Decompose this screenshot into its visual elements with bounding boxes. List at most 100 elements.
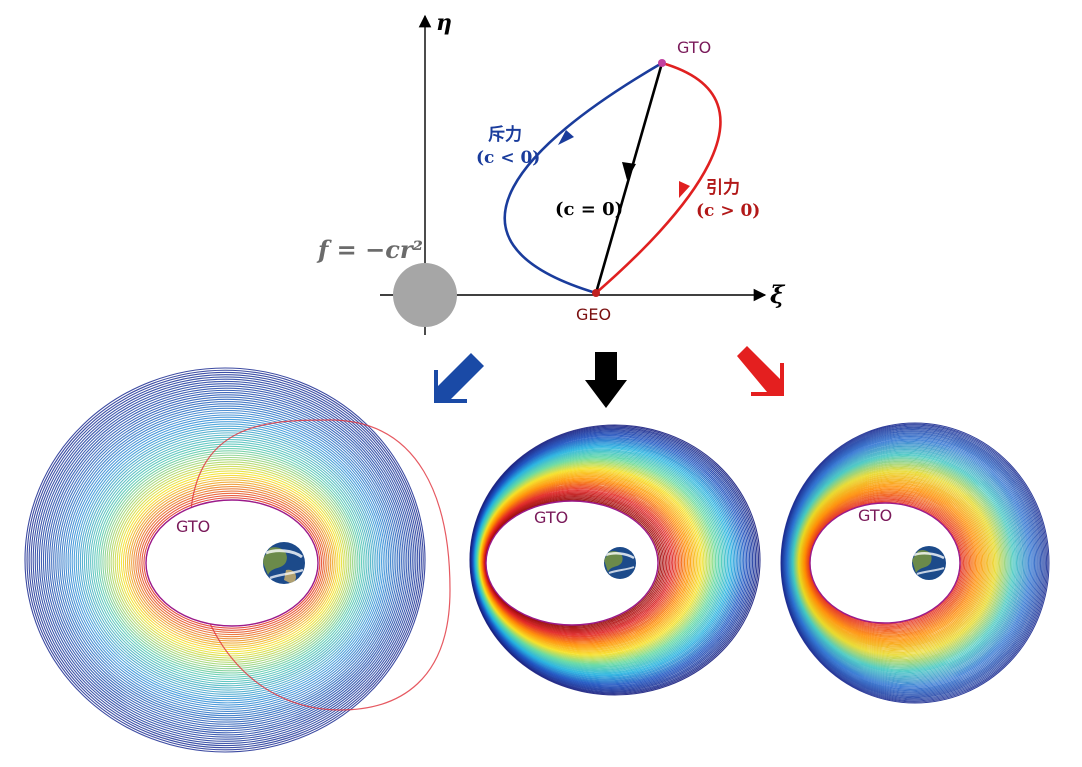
orbit-ring (85, 434, 372, 689)
panel-neutral: GTO (469, 424, 761, 696)
orbit-ring (30, 374, 421, 747)
orbit-ring (77, 425, 379, 698)
orbit-ring (133, 486, 330, 640)
orbit-ring (67, 414, 388, 708)
orbit-ring (129, 481, 334, 644)
earth-icon (263, 542, 305, 584)
orbit-ring (135, 488, 328, 638)
orbit-ring (69, 416, 386, 706)
gto-label-neutral: GTO (534, 508, 568, 527)
earth-icon (604, 547, 636, 579)
neutral-transfer-path (594, 62, 664, 294)
attractive-case-arrow (737, 346, 784, 396)
repulsive-orbit-family (24, 367, 426, 753)
orbit-ring (88, 436, 370, 687)
orbit-ring (780, 422, 1050, 704)
eta-axis-label: η (436, 10, 452, 36)
orbit-ring (34, 378, 417, 742)
orbit-ring (49, 394, 404, 727)
case-arrows (434, 346, 784, 408)
orbit-ring (110, 461, 350, 663)
panel-attractive: GTO (780, 422, 1050, 704)
orbit-ring (63, 409, 392, 712)
orbit-ring (112, 463, 348, 661)
orbit-ring (47, 392, 406, 730)
orbit-ring (36, 380, 415, 740)
orbit-ring (51, 396, 402, 725)
neutral-case-arrow (585, 352, 627, 408)
orbit-ring (73, 421, 383, 702)
orbit-ring (120, 472, 341, 653)
orbit-ring (26, 369, 424, 751)
repulsive-transfer-path (503, 61, 663, 295)
orbit-ring (59, 405, 395, 717)
repulsive-condition: (c < 0) (476, 148, 540, 168)
attractive-force-name: 引力 (706, 177, 740, 198)
gto-label-attractive: GTO (858, 506, 892, 525)
orbit-ring (90, 439, 368, 685)
neutral-orbit-family (469, 424, 761, 696)
orbit-ring (102, 452, 357, 672)
orbit-ring (141, 494, 323, 631)
attractive-transfer-path (595, 61, 722, 294)
orbit-ring (124, 477, 337, 648)
attractive-orbit-family (780, 422, 1050, 704)
repulsive-force-name: 斥力 (488, 124, 522, 145)
orbit-ring (53, 398, 401, 723)
gto-orbit-repulsive (145, 499, 319, 627)
gto-label-repulsive: GTO (176, 517, 210, 536)
orbit-ring (137, 490, 326, 636)
gto-orbit-neutral (485, 500, 659, 626)
force-law-formula: f = −cr² (316, 235, 423, 264)
orbit-ring (32, 376, 419, 745)
geo-point-label: GEO (576, 305, 611, 324)
orbit-ring (126, 479, 335, 646)
orbit-ring (42, 387, 410, 734)
gto-point-label: GTO (677, 38, 711, 57)
orbit-ring (61, 407, 393, 715)
orbit-ring (40, 385, 412, 736)
repulsive-case-arrow (434, 353, 484, 403)
repulsive-outer-orbit (189, 419, 451, 711)
orbit-ring (98, 447, 361, 676)
orbit-ring (71, 418, 384, 704)
orbit-ring (100, 450, 359, 674)
neutral-condition: (c = 0) (555, 199, 623, 220)
orbit-ring (55, 401, 399, 721)
orbit-ring (104, 454, 355, 670)
orbit-ring (24, 367, 426, 753)
xi-axis-label: ξ (770, 280, 786, 309)
orbit-ring (108, 459, 352, 665)
attractor-body (393, 263, 457, 327)
gto-orbit-attractive (809, 502, 961, 624)
orbit-ring (114, 465, 346, 659)
attractive-direction-arrowhead (679, 181, 690, 198)
top-diagram: ξ η f = −cr² GTO GEO 斥力 (c < 0) (c = 0) … (316, 10, 786, 335)
orbit-ring (38, 383, 413, 738)
gto-point (658, 59, 666, 67)
orbit-ring (57, 403, 397, 719)
repulsive-direction-arrowhead (558, 130, 574, 145)
orbit-ring (83, 432, 373, 691)
orbit-ring (94, 443, 364, 680)
orbit-ring (79, 427, 377, 695)
orbit-ring (92, 441, 366, 683)
panel-repulsive: GTO (24, 367, 451, 753)
orbit-ring (131, 483, 332, 642)
orbit-ring (118, 470, 343, 655)
orbit-ring (122, 474, 339, 651)
orbit-ring (106, 456, 354, 668)
orbit-ring (469, 424, 761, 696)
orbit-ring (65, 412, 390, 710)
orbit-ring (75, 423, 381, 700)
orbit-ring (44, 389, 408, 732)
orbit-ring (28, 371, 422, 749)
orbit-ring (143, 497, 321, 629)
neutral-direction-arrowhead (622, 162, 636, 180)
attractive-condition: (c > 0) (696, 201, 760, 221)
orbit-ring (96, 445, 363, 678)
geo-point (592, 289, 600, 297)
earth-icon (912, 546, 946, 580)
orbit-ring (139, 492, 324, 633)
